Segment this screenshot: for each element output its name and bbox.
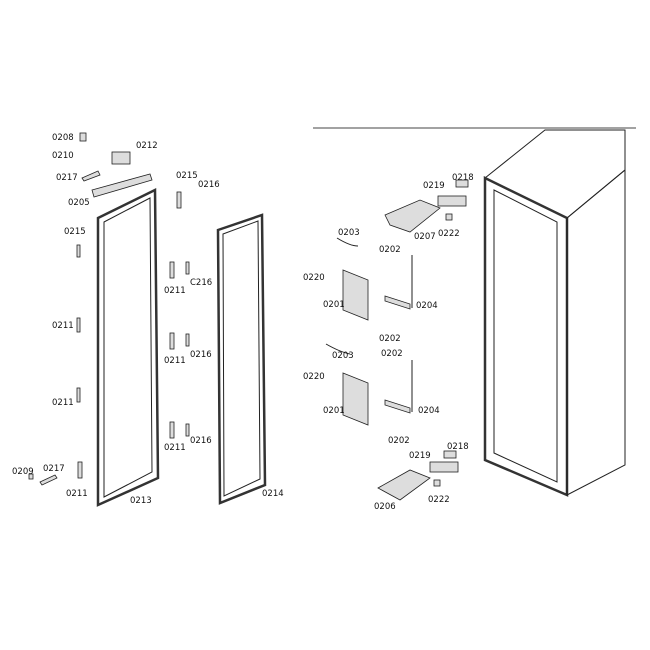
- part-label: 0211: [164, 286, 186, 296]
- part-label: 0214: [262, 489, 284, 499]
- part-label: 0201: [323, 406, 345, 416]
- part-label: 0220: [303, 372, 325, 382]
- part-label: 0202: [379, 334, 401, 344]
- part-label: 0218: [452, 173, 474, 183]
- cabinet: [483, 129, 626, 497]
- part-label: 0202: [379, 245, 401, 255]
- part-label: 0218: [447, 442, 469, 452]
- part-label: 0217: [43, 464, 65, 474]
- part-label: 0210: [52, 151, 74, 161]
- door-part-labels: 020802100212021702050215021602150211C216…: [12, 133, 284, 506]
- part-label: 0216: [198, 180, 220, 190]
- hinge-assembly: [325, 179, 469, 501]
- part-label: 0206: [374, 502, 396, 512]
- part-label: 0212: [136, 141, 158, 151]
- part-label: 0202: [388, 436, 410, 446]
- part-label: 0203: [338, 228, 360, 238]
- part-label: C216: [190, 278, 212, 288]
- part-label: 0217: [56, 173, 78, 183]
- part-label: 0202: [381, 349, 403, 359]
- part-label: 0211: [52, 398, 74, 408]
- part-label: 0211: [52, 321, 74, 331]
- part-label: 0209: [12, 467, 34, 477]
- part-label: 0205: [68, 198, 90, 208]
- part-label: 0211: [164, 443, 186, 453]
- part-label: 0211: [66, 489, 88, 499]
- door-hardware: [28, 132, 190, 486]
- part-label: 0203: [332, 351, 354, 361]
- part-label: 0204: [418, 406, 440, 416]
- door-frame-0213: [96, 188, 160, 507]
- door-gasket-0214: [216, 213, 267, 505]
- part-label: 0208: [52, 133, 74, 143]
- part-label: 0211: [164, 356, 186, 366]
- part-label: 0213: [130, 496, 152, 506]
- part-label: 0220: [303, 273, 325, 283]
- part-label: 0215: [64, 227, 86, 237]
- part-label: 0222: [438, 229, 460, 239]
- part-label: 0204: [416, 301, 438, 311]
- part-label: 0219: [423, 181, 445, 191]
- part-label: 0216: [190, 436, 212, 446]
- hinge-part-labels: 0203 0202 0220 0201 0204 0202 0203 0202 0220 0201…: [303, 173, 474, 512]
- part-label: 0207: [414, 232, 436, 242]
- part-label: 0222: [428, 495, 450, 505]
- part-label: 0219: [409, 451, 431, 461]
- part-label: 0216: [190, 350, 212, 360]
- part-label: 0215: [176, 171, 198, 181]
- part-label: 0201: [323, 300, 345, 310]
